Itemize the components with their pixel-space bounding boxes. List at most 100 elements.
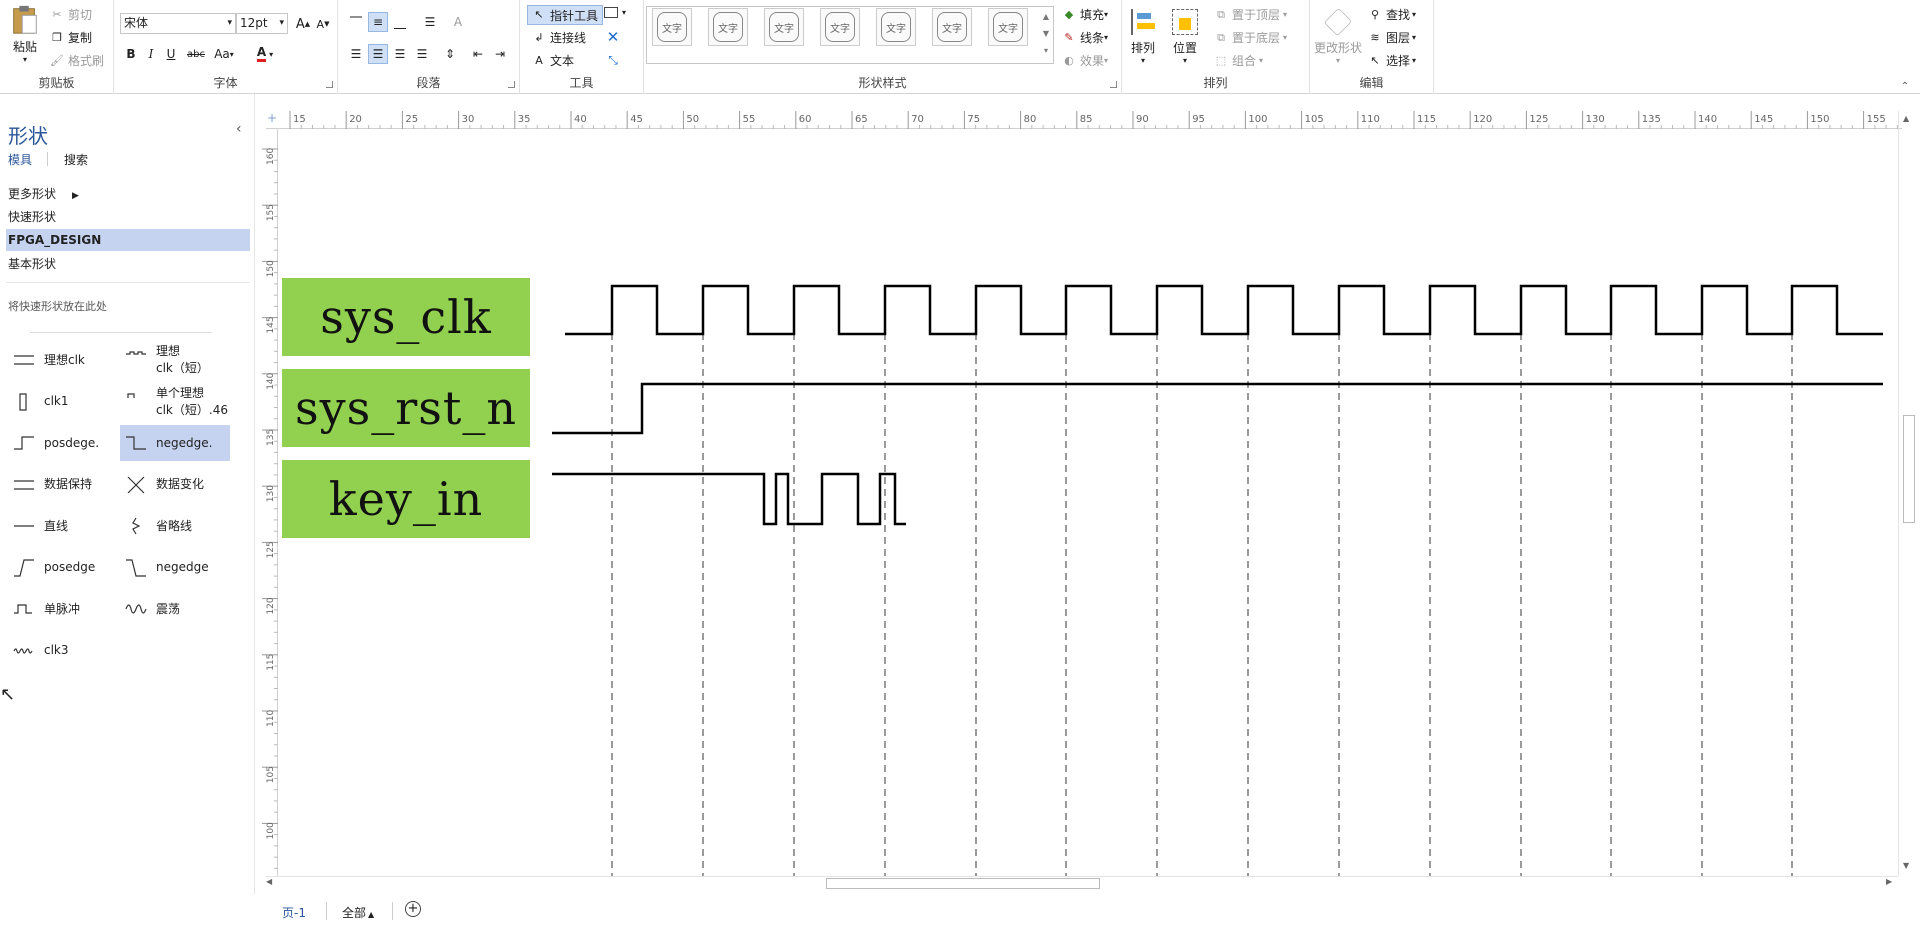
- shape-item-10[interactable]: posedge: [8, 550, 118, 586]
- find-button[interactable]: ⚲查找▾: [1368, 6, 1416, 23]
- shape-item-0[interactable]: 理想clk: [8, 342, 118, 378]
- shape-styles-launcher-icon[interactable]: [1110, 81, 1117, 88]
- shape-item-9[interactable]: 省略线: [120, 508, 230, 544]
- scroll-up-icon[interactable]: ▲: [1903, 114, 1910, 123]
- shrink-font-icon[interactable]: A▼: [316, 17, 330, 31]
- tab-page-1[interactable]: 页-1: [282, 906, 306, 920]
- change-case-button[interactable]: Aa▾: [214, 47, 234, 61]
- align-middle-icon[interactable]: ≡: [368, 12, 388, 32]
- style-thumb-1[interactable]: 文字: [652, 8, 692, 46]
- line-button[interactable]: ✎线条▾: [1062, 29, 1108, 46]
- shape-item-11[interactable]: negedge: [120, 550, 230, 586]
- connection-point-icon[interactable]: ⤡: [608, 52, 618, 67]
- shape-item-8[interactable]: 直线: [8, 508, 118, 544]
- bold-button[interactable]: B: [126, 47, 136, 61]
- style-thumb-2[interactable]: 文字: [708, 8, 748, 46]
- copy-button[interactable]: ❐复制: [50, 29, 92, 46]
- more-shapes-item[interactable]: 更多形状▶: [6, 183, 250, 205]
- collapse-ribbon-icon[interactable]: ⌃: [1900, 80, 1910, 92]
- font-name-select[interactable]: 宋体▾: [120, 13, 236, 34]
- align-right-icon[interactable]: ☰: [394, 47, 406, 61]
- decrease-indent-icon[interactable]: ⇤: [472, 47, 484, 61]
- ruler-label: 50: [686, 114, 699, 125]
- scroll-right-icon[interactable]: ▶: [1886, 877, 1893, 886]
- signal-label-sys-rst-n[interactable]: sys_rst_n: [282, 369, 530, 447]
- sys-clk-waveform[interactable]: [565, 284, 1883, 336]
- font-color-button[interactable]: A▾: [250, 44, 280, 64]
- underline-button[interactable]: U: [166, 47, 176, 61]
- basic-shapes-item[interactable]: 基本形状: [8, 257, 57, 271]
- style-thumb-5[interactable]: 文字: [876, 8, 916, 46]
- shape-item-label: posedge: [44, 560, 96, 574]
- add-page-icon[interactable]: +: [405, 901, 421, 917]
- shape-item-1[interactable]: 理想 clk（短）: [120, 342, 230, 378]
- layers-button[interactable]: ≋图层▾: [1368, 29, 1416, 46]
- key-in-waveform[interactable]: [552, 472, 906, 526]
- font-size-select[interactable]: 12pt▾: [236, 13, 288, 34]
- scroll-down-icon[interactable]: ▼: [1903, 861, 1910, 870]
- group-button[interactable]: ⬚组合▾: [1215, 53, 1264, 69]
- font-name-value: 宋体: [124, 16, 149, 30]
- justify-icon[interactable]: ☰: [416, 47, 428, 61]
- bring-to-front-button[interactable]: ⧉置于顶层▾: [1214, 6, 1287, 23]
- shape-item-7[interactable]: 数据变化: [120, 467, 230, 503]
- align-bottom-icon[interactable]: ⎽: [393, 14, 406, 29]
- shape-item-5[interactable]: negedge.: [120, 425, 230, 461]
- format-painter-button[interactable]: 🖌格式刷: [50, 52, 104, 69]
- fpga-design-stencil[interactable]: FPGA_DESIGN: [6, 229, 250, 251]
- text-direction-icon[interactable]: A: [453, 15, 463, 29]
- ruler-label: 120: [1473, 114, 1492, 125]
- vertical-scrollbar[interactable]: ▲ ▼: [1898, 111, 1918, 876]
- paragraph-dialog-launcher-icon[interactable]: [508, 81, 515, 88]
- gallery-scroll-icon[interactable]: ▲▼▾: [1042, 12, 1050, 55]
- horizontal-scrollbar[interactable]: ◀ ▶: [266, 876, 1898, 890]
- align-left-icon[interactable]: ☰: [350, 47, 362, 61]
- drawing-canvas[interactable]: [280, 129, 1900, 876]
- style-thumb-6[interactable]: 文字: [932, 8, 972, 46]
- tab-stencils[interactable]: 模具: [8, 153, 33, 167]
- signal-label-key-in[interactable]: key_in: [282, 460, 530, 538]
- paste-button[interactable]: 粘贴 ▾: [6, 4, 44, 64]
- strikethrough-button[interactable]: abc: [187, 48, 205, 60]
- vertical-scroll-thumb[interactable]: [1903, 415, 1915, 523]
- select-button[interactable]: ↖选择▾: [1368, 52, 1416, 69]
- scroll-left-icon[interactable]: ◀: [266, 877, 273, 886]
- fill-button[interactable]: ◆填充▾: [1062, 6, 1108, 23]
- shape-item-3[interactable]: 单个理想 clk（短）.46: [120, 384, 230, 420]
- pointer-tool-button[interactable]: ↖指针工具: [527, 5, 604, 25]
- bullets-icon[interactable]: ☰: [424, 15, 436, 29]
- sys-rst-n-waveform[interactable]: [552, 382, 1883, 435]
- shape-item-12[interactable]: 单脉冲: [8, 591, 118, 627]
- shape-item-13[interactable]: 震荡: [120, 591, 230, 627]
- align-center-icon[interactable]: ☰: [368, 44, 388, 64]
- tab-search[interactable]: 搜索: [64, 153, 89, 167]
- effects-button[interactable]: ◐效果▾: [1062, 52, 1108, 69]
- signal-label-sys-clk[interactable]: sys_clk: [282, 278, 530, 356]
- rectangle-tool-button[interactable]: ▾: [604, 7, 626, 18]
- all-pages-button[interactable]: 全部▲: [342, 904, 374, 921]
- cut-button[interactable]: ✂剪切: [50, 6, 92, 23]
- shape-item-2[interactable]: clk1: [8, 384, 118, 420]
- close-icon[interactable]: ✕: [606, 28, 620, 46]
- horizontal-scroll-thumb[interactable]: [826, 878, 1100, 889]
- connector-tool-button[interactable]: ↲连接线: [532, 29, 586, 46]
- align-top-icon[interactable]: ⎺: [349, 14, 362, 29]
- increase-indent-icon[interactable]: ⇥: [494, 47, 506, 61]
- style-thumb-3[interactable]: 文字: [764, 8, 804, 46]
- shape-item-6[interactable]: 数据保持: [8, 467, 118, 503]
- spacing-icon[interactable]: ⇕: [444, 47, 456, 61]
- shape-item-14[interactable]: clk3: [8, 633, 118, 669]
- quick-shapes-item[interactable]: 快速形状: [8, 210, 57, 224]
- arrange-button[interactable]: 排列▾: [1126, 6, 1160, 68]
- change-shape-button[interactable]: 更改形状▾: [1312, 6, 1364, 68]
- send-to-back-button[interactable]: ⧉置于底层▾: [1214, 29, 1287, 46]
- style-thumb-4[interactable]: 文字: [820, 8, 860, 46]
- shape-item-4[interactable]: posdege.: [8, 425, 118, 461]
- position-button[interactable]: 位置▾: [1168, 6, 1202, 68]
- collapse-panel-icon[interactable]: ‹: [236, 121, 242, 137]
- italic-button[interactable]: I: [148, 47, 154, 61]
- grow-font-icon[interactable]: A▲: [295, 16, 311, 32]
- font-dialog-launcher-icon[interactable]: [326, 81, 333, 88]
- style-thumb-7[interactable]: 文字: [988, 8, 1028, 46]
